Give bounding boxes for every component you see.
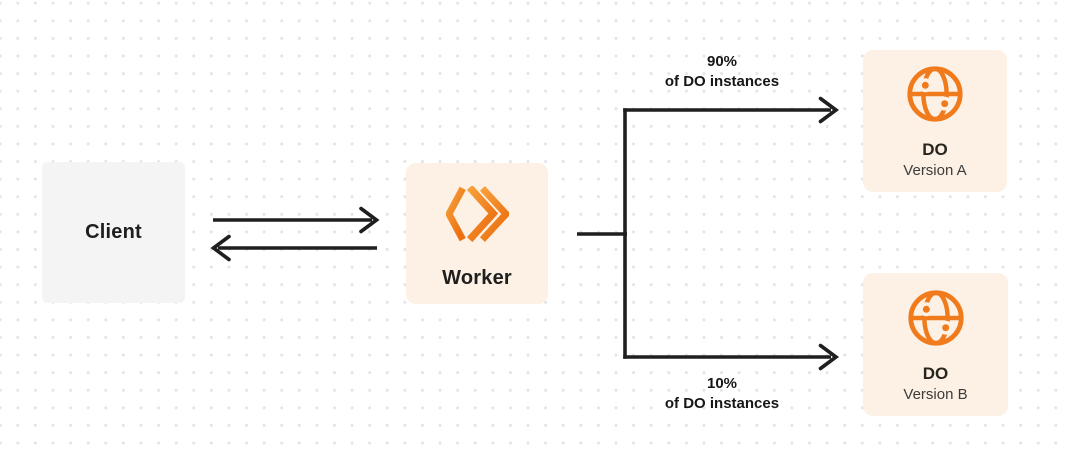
client-node-label: Client: [85, 221, 142, 243]
do-version-a-title: DO: [922, 140, 948, 159]
top-branch-percentage: 90%: [706, 53, 738, 70]
client-node: Client: [42, 162, 185, 303]
do-version-a-node: DO Version A: [863, 50, 1007, 192]
globe-icon: [907, 66, 963, 122]
worker-node: Worker: [406, 163, 548, 304]
workers-logo-icon: [445, 186, 509, 242]
globe-icon: [907, 290, 964, 346]
do-version-a-subtitle: Version A: [903, 162, 967, 179]
arrow-worker-to-client-head: [210, 234, 231, 262]
arrow-to-do-a-head: [818, 96, 840, 124]
bottom-branch-caption: of DO instances: [664, 395, 780, 412]
do-version-b-node: DO Version B: [863, 273, 1008, 416]
bottom-branch-percentage: 10%: [706, 375, 738, 392]
bottom-branch-label: 10% of DO instances: [627, 374, 817, 414]
do-version-b-subtitle: Version B: [903, 386, 968, 403]
arrow-client-to-worker-head: [359, 206, 380, 234]
top-branch-label: 90% of DO instances: [627, 52, 817, 92]
worker-node-label: Worker: [442, 267, 512, 289]
do-version-b-title: DO: [922, 364, 949, 383]
top-branch-caption: of DO instances: [664, 73, 780, 90]
arrow-to-do-b-head: [818, 343, 840, 371]
